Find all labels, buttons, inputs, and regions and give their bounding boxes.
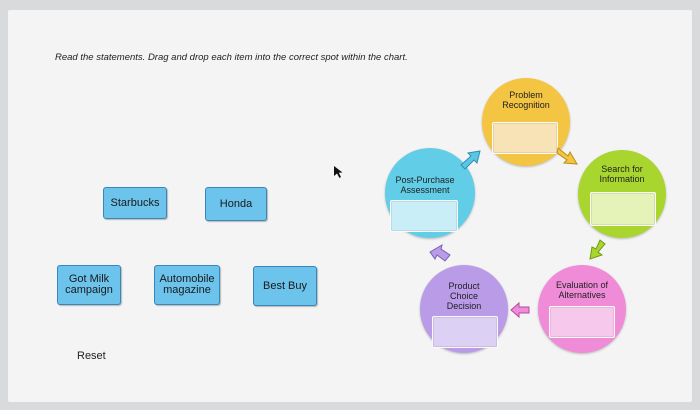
drop-zone-post-purchase-assessment[interactable] [390, 200, 458, 232]
drag-item-label: Got Milk campaign [65, 273, 113, 296]
drag-item-honda[interactable]: Honda [205, 187, 267, 221]
stage-label-evaluation-of-alternatives: Evaluation of Alternatives [555, 280, 609, 300]
drag-item-got-milk-campaign[interactable]: Got Milk campaign [57, 265, 121, 305]
drop-zone-evaluation-of-alternatives[interactable] [549, 306, 615, 338]
stage-label-product-choice-decision: Product Choice Decision [446, 281, 482, 311]
stage-label-post-purchase-assessment: Post-Purchase Assessment [395, 175, 455, 195]
drag-item-starbucks[interactable]: Starbucks [103, 187, 167, 219]
mouse-cursor-icon [334, 166, 343, 178]
drag-item-label: Honda [219, 197, 253, 210]
arrow-icon-to-evaluation-of-alternatives [589, 239, 606, 260]
stage-label-problem-recognition: Problem Recognition [502, 90, 550, 110]
stage-label-search-for-information: Search for Information [599, 164, 645, 184]
drag-item-automobile-magazine[interactable]: Automobile magazine [154, 265, 220, 305]
reset-button[interactable]: Reset [77, 350, 106, 362]
drag-item-label: Starbucks [110, 196, 160, 209]
drop-zone-search-for-information[interactable] [590, 192, 656, 226]
drag-item-best-buy[interactable]: Best Buy [253, 266, 317, 306]
drag-item-label: Best Buy [262, 279, 308, 292]
arrow-icon-to-product-choice-decision [510, 301, 530, 319]
arrow-icon-to-search-for-information [556, 147, 578, 165]
drop-zone-product-choice-decision[interactable] [432, 316, 498, 348]
arrow-icon-to-problem-recognition [460, 150, 481, 170]
instructions-text: Read the statements. Drag and drop each … [55, 52, 408, 63]
arrow-icon-to-post-purchase-assessment [429, 243, 451, 262]
drop-zone-problem-recognition[interactable] [492, 122, 558, 154]
drag-item-label: Automobile magazine [159, 273, 215, 296]
